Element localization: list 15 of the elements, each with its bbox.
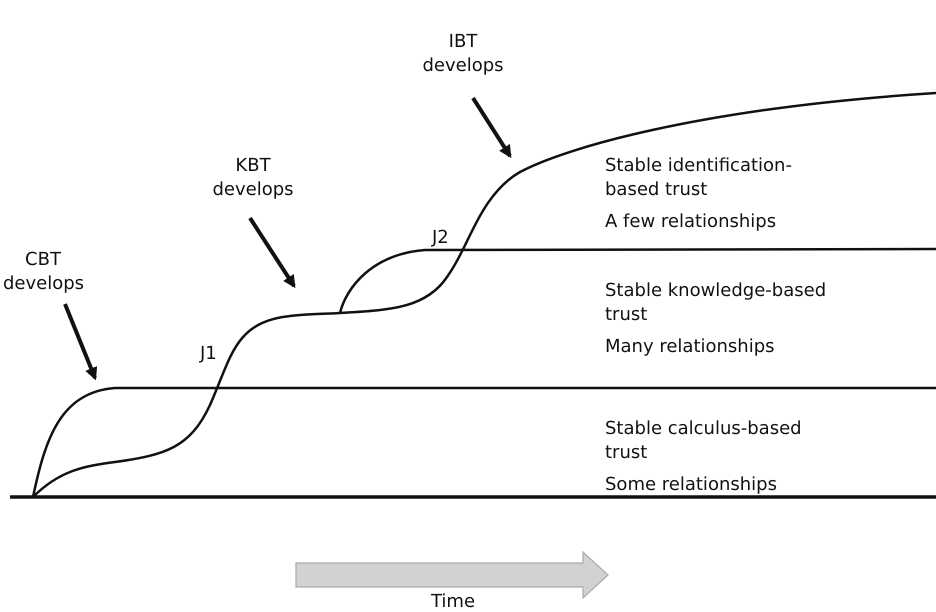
arrow bbox=[471, 96, 512, 158]
arrow-label: IBT develops bbox=[421, 30, 505, 78]
trust-stage-label: Stable calculus-based trust bbox=[605, 417, 803, 465]
relationship-label: Many relationships bbox=[605, 335, 776, 359]
relationship-label: A few relationships bbox=[605, 210, 778, 234]
arrow-label: CBT develops bbox=[3, 248, 83, 296]
trust-stage-label: Stable knowledge-based trust bbox=[605, 279, 828, 327]
axis-label: Time bbox=[430, 590, 476, 612]
junction-label: J1 bbox=[200, 342, 218, 366]
arrow bbox=[248, 216, 296, 288]
arrow-label: KBT develops bbox=[211, 154, 295, 202]
junction-label: J2 bbox=[432, 226, 450, 250]
arrow bbox=[63, 303, 98, 380]
trust-stage-label: Stable identification-based trust bbox=[605, 154, 793, 202]
relationship-label: Some relationships bbox=[605, 473, 778, 497]
